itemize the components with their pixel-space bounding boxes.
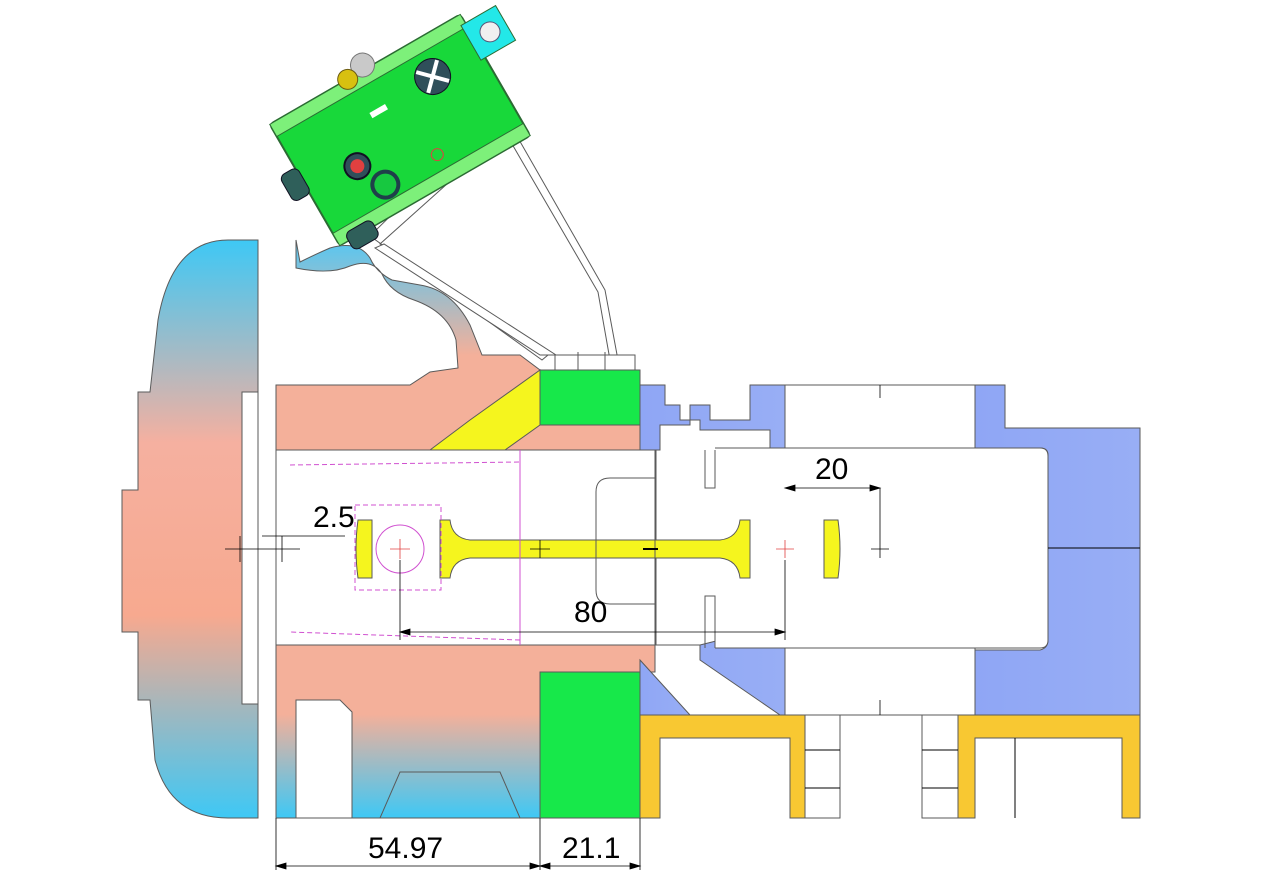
switch-assembly — [269, 4, 531, 250]
dimension-21-1: 21.1 — [562, 832, 620, 865]
gold-frames — [639, 714, 1141, 819]
right-housing — [639, 384, 1141, 716]
piston-outline — [289, 450, 521, 645]
dimension-54-97: 54.97 — [368, 832, 443, 865]
screw-b — [370, 169, 401, 200]
terminal-hole — [479, 21, 501, 43]
dimension-80: 80 — [574, 596, 607, 629]
minus-sign — [369, 104, 388, 119]
small-end-right — [823, 519, 841, 579]
red-center-marks — [390, 539, 794, 559]
dimension-2-5: 2.5 — [313, 501, 355, 534]
cap-gap — [241, 391, 259, 705]
right-bore — [715, 447, 1049, 649]
dimension-lines — [262, 484, 882, 870]
connecting-rod — [355, 519, 841, 579]
small-end-left — [355, 519, 373, 579]
lower-flange-slot — [295, 699, 353, 819]
lower-foot-outline — [379, 771, 521, 819]
indicator-ball — [337, 68, 359, 90]
center-lines — [225, 385, 889, 715]
right-inner-outlines — [595, 450, 716, 648]
green-block-bottom — [539, 671, 641, 819]
end-cap — [121, 239, 259, 819]
dimension-20: 20 — [815, 453, 848, 486]
green-block-top — [539, 369, 641, 426]
